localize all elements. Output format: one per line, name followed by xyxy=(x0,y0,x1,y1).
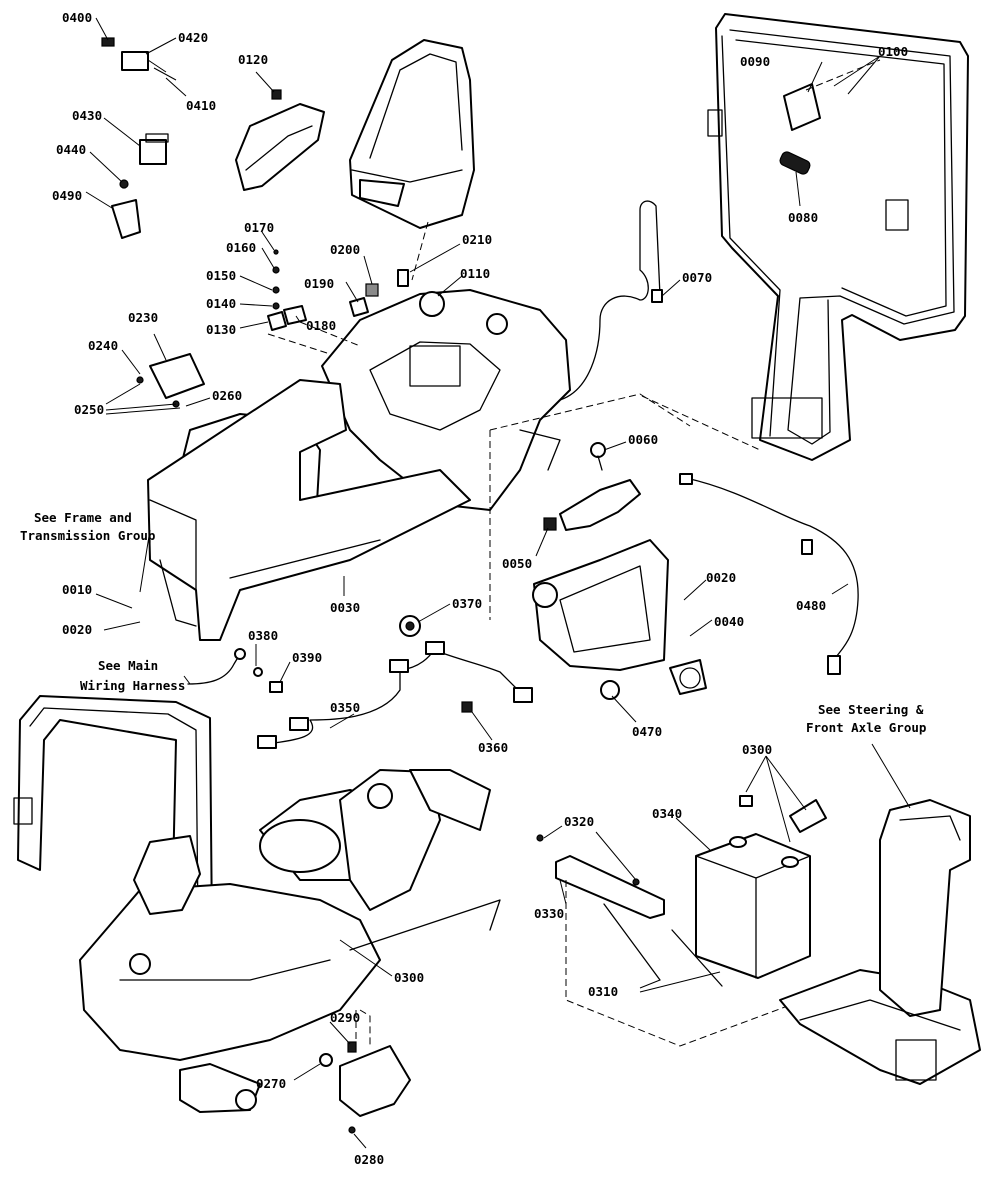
callout-0110: 0110 xyxy=(460,266,490,281)
callout-0300-chassis: 0300 xyxy=(394,970,424,985)
callout-0430: 0430 xyxy=(72,108,102,123)
callout-0340: 0340 xyxy=(652,806,682,821)
callout-0160: 0160 xyxy=(226,240,256,255)
rods-0310 xyxy=(603,903,723,987)
callout-0170: 0170 xyxy=(244,220,274,235)
callout-0010: 0010 xyxy=(62,582,92,597)
dash-switches xyxy=(349,269,409,317)
callout-0380: 0380 xyxy=(248,628,278,643)
note-wiring-line1: See Main xyxy=(98,658,158,673)
note-frame-line2: Transmission Group xyxy=(20,528,155,543)
rear-axle-lower xyxy=(179,1063,261,1113)
hold-down-0330 xyxy=(536,834,665,919)
plate-0490 xyxy=(111,199,141,239)
callout-0440: 0440 xyxy=(56,142,86,157)
switch-0420 xyxy=(101,37,177,81)
note-frame-line1: See Frame and xyxy=(34,510,132,525)
callout-0470: 0470 xyxy=(632,724,662,739)
callout-0390: 0390 xyxy=(292,650,322,665)
callout-0150: 0150 xyxy=(206,268,236,283)
callout-0490: 0490 xyxy=(52,188,82,203)
callout-0240: 0240 xyxy=(88,338,118,353)
callout-0320: 0320 xyxy=(564,814,594,829)
fan-0370 xyxy=(399,615,421,637)
mount-line-d xyxy=(359,1009,371,1046)
seat-0210 xyxy=(349,39,475,229)
callout-0040: 0040 xyxy=(714,614,744,629)
tractor-body-lower xyxy=(79,769,501,1061)
reference-notes: See Frame and Transmission Group See Mai… xyxy=(20,510,926,735)
bolt-line-0100 xyxy=(805,59,881,91)
callout-0290: 0290 xyxy=(330,1010,360,1025)
harness-0350 xyxy=(257,641,533,749)
battery-0340 xyxy=(695,795,827,979)
callout-0300-battery: 0300 xyxy=(742,742,772,757)
callout-0180: 0180 xyxy=(306,318,336,333)
housing-0060 xyxy=(543,442,641,531)
callout-0480: 0480 xyxy=(796,598,826,613)
mount-line-a xyxy=(267,333,331,355)
callout-0370: 0370 xyxy=(452,596,482,611)
battery-mount-line xyxy=(565,880,821,1047)
chassis-upper xyxy=(321,289,571,511)
callout-0130: 0130 xyxy=(206,322,236,337)
callout-0090: 0090 xyxy=(740,54,770,69)
part-callouts: 0400 0420 0410 0430 0440 0490 0120 0170 … xyxy=(52,10,908,1167)
callout-0020-left: 0020 xyxy=(62,622,92,637)
callout-0030: 0030 xyxy=(330,600,360,615)
frame-rails xyxy=(147,379,471,641)
callout-0020-right: 0020 xyxy=(706,570,736,585)
callout-0080: 0080 xyxy=(788,210,818,225)
bracket-0090 xyxy=(783,83,821,131)
bumper-0230 xyxy=(136,353,205,408)
callout-0360: 0360 xyxy=(478,740,508,755)
front-axle xyxy=(779,799,981,1085)
bracket-0290 xyxy=(319,1041,411,1134)
callout-0200: 0200 xyxy=(330,242,360,257)
callout-0210: 0210 xyxy=(462,232,492,247)
callout-0120: 0120 xyxy=(238,52,268,67)
callout-0250: 0250 xyxy=(74,402,104,417)
group-dash-1 xyxy=(489,393,691,431)
callout-0270: 0270 xyxy=(256,1076,286,1091)
callout-0410: 0410 xyxy=(186,98,216,113)
note-wiring-line2: Wiring Harness xyxy=(80,678,185,693)
callout-0350: 0350 xyxy=(330,700,360,715)
seat-mount-line xyxy=(411,221,429,281)
callout-0280: 0280 xyxy=(354,1152,384,1167)
callout-0140: 0140 xyxy=(206,296,236,311)
callout-0100: 0100 xyxy=(878,44,908,59)
roll-bar-upper xyxy=(707,13,969,461)
callout-0260: 0260 xyxy=(212,388,242,403)
hardware-stack xyxy=(267,249,307,331)
transmission xyxy=(532,539,707,700)
harness-0480 xyxy=(679,473,859,675)
relay-0430 xyxy=(139,133,169,165)
callout-0190: 0190 xyxy=(304,276,334,291)
callout-0330: 0330 xyxy=(534,906,564,921)
reflector-0080 xyxy=(779,151,811,175)
fender-panel-0120 xyxy=(235,89,325,191)
callout-0050: 0050 xyxy=(502,556,532,571)
note-steering-line1: See Steering & xyxy=(818,702,924,717)
group-dash-3 xyxy=(641,395,761,451)
callout-0310: 0310 xyxy=(588,984,618,999)
wire-0070 xyxy=(559,200,663,401)
callout-0230: 0230 xyxy=(128,310,158,325)
callout-0060: 0060 xyxy=(628,432,658,447)
callout-0400: 0400 xyxy=(62,10,92,25)
leader-lines xyxy=(85,17,911,1149)
note-steering-line2: Front Axle Group xyxy=(806,720,926,735)
ground-wire xyxy=(187,648,283,693)
callout-0420: 0420 xyxy=(178,30,208,45)
callout-0070: 0070 xyxy=(682,270,712,285)
